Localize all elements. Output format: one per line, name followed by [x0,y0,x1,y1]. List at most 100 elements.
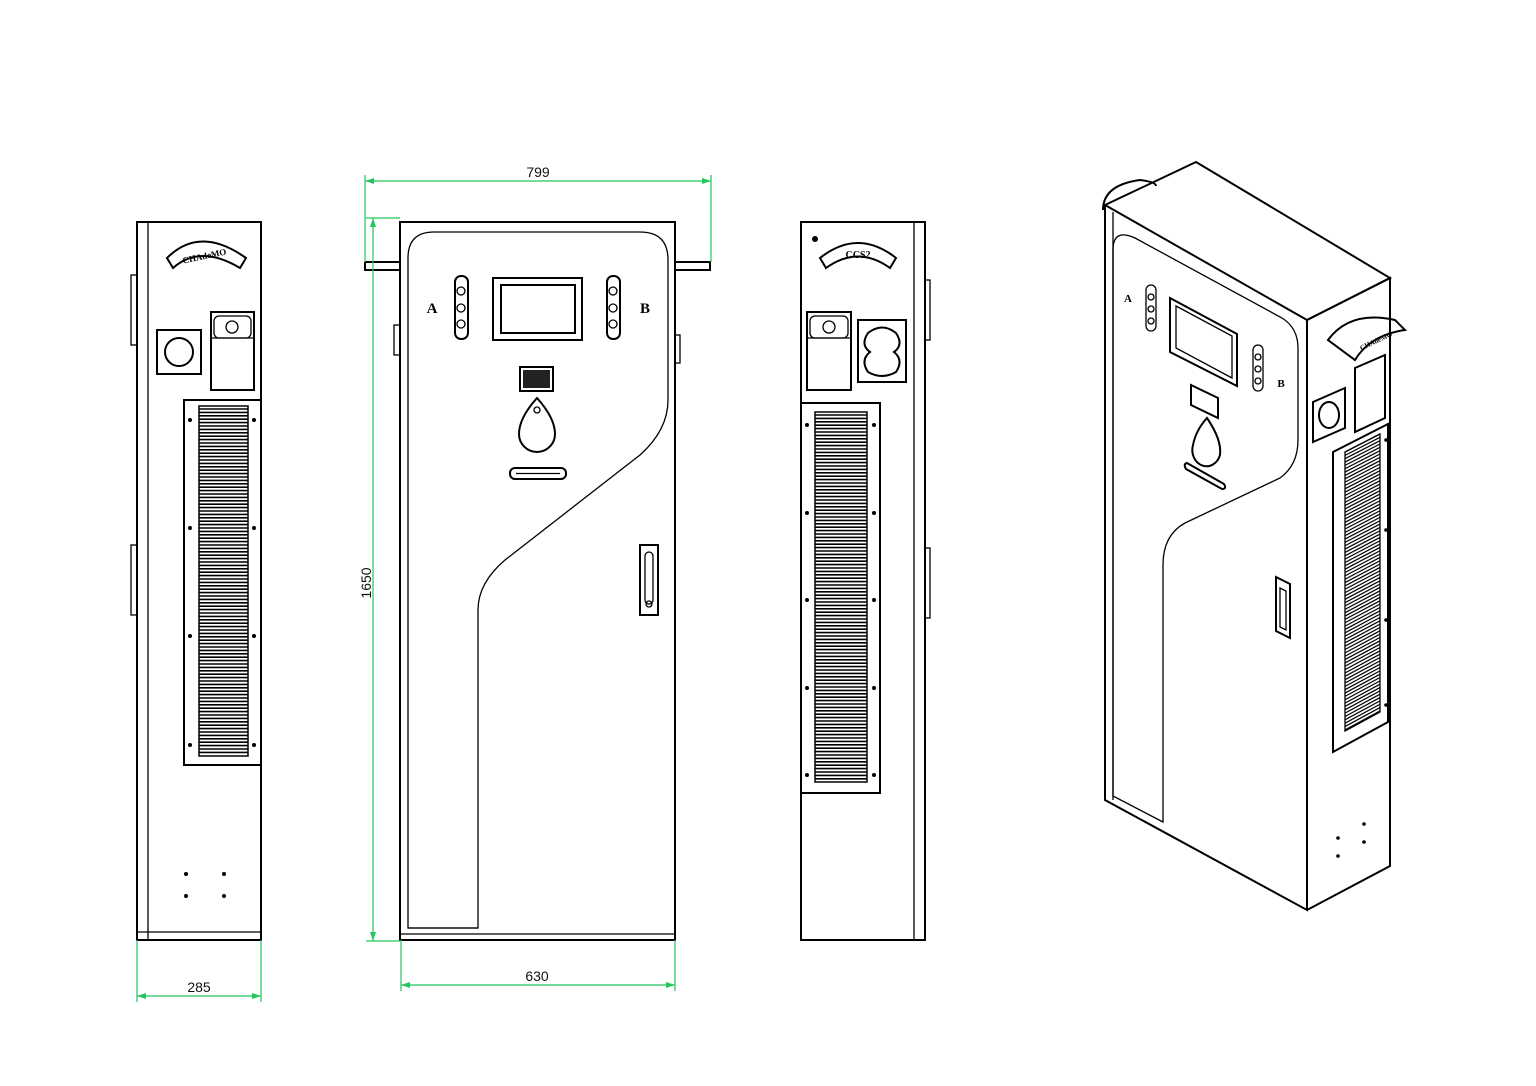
ccs2-holster [806,311,852,391]
iso-grille-slat [1344,506,1381,527]
iso-grille-slat [1344,556,1381,577]
iso-grille-slat [1344,576,1381,597]
iso-grille-slat [1344,450,1381,470]
iso-grille-slat [1344,510,1381,530]
chademo-label-arc [165,240,248,270]
iso-grille-slat [1344,563,1381,584]
iso-grille-slat [1344,700,1381,721]
iso-grille-slat [1344,476,1381,497]
emergency-button [519,366,554,392]
dim-height-text: 1650 [358,567,374,598]
dimension-depth: 285 [136,940,262,1002]
iso-grille-slat [1344,613,1381,634]
iso-grille-slat [1344,593,1381,614]
iso-grille-slat [1344,523,1381,543]
iso-grille-slat [1344,653,1381,674]
iso-grille-slat [1344,446,1381,466]
iso-grille-slat [1344,493,1381,513]
iso-grille-slat [1344,550,1381,570]
iso-grille-slat [1344,570,1381,590]
iso-grille-slat [1344,516,1381,537]
iso-rfid-reader [1191,416,1222,468]
iso-grille-slat [1344,520,1381,540]
iso-chademo-socket [1312,386,1346,444]
iso-grille-slat [1344,640,1381,661]
iso-grille-slat [1344,536,1381,557]
iso-grille-slat [1344,443,1381,463]
iso-grille-slat [1344,606,1381,627]
vent-grille-right [800,402,881,794]
iso-grille-slat [1344,666,1381,687]
iso-grille-slat [1344,680,1381,701]
dim-width-body-text: 630 [525,968,549,984]
front-panel-curve [407,231,669,929]
vent-grille-left [183,399,262,766]
dimension-width-body: 630 [400,940,676,991]
iso-door-handle [1275,575,1291,640]
iso-grille-slat [1344,596,1381,617]
ccs2-label: CCS2 [845,250,870,261]
iso-grille-slat [1344,500,1381,520]
ccs2-label-arc [818,242,898,270]
iso-grille-slat [1344,486,1381,507]
iso-grille-slat [1344,433,1381,453]
iso-grille-slat [1344,673,1381,694]
iso-grille-slat [1344,670,1381,691]
iso-grille-slat [1344,513,1381,533]
iso-grille-slat [1344,483,1381,503]
iso-grille-slat [1344,503,1381,523]
iso-grille-slat [1344,546,1381,567]
iso-grille-slat [1344,636,1381,657]
iso-grille-slat [1344,663,1381,684]
indicator-lights-a [454,275,469,340]
iso-grille-slat [1344,600,1381,620]
chademo-holster [210,311,255,391]
iso-grille-slat [1344,553,1381,574]
iso-grille-slat [1344,676,1381,697]
isometric-view: A B CHAdeMO [1102,160,1408,912]
card-slot [509,467,567,480]
iso-mounting-holes [1336,822,1366,858]
iso-grille-slat [1344,603,1381,624]
iso-grille-slat [1344,473,1381,493]
iso-grille-slat [1344,436,1381,456]
iso-emergency-button [1190,383,1219,420]
mounting-holes-left [184,872,226,898]
iso-indicator-a [1145,284,1157,332]
iso-grille-slat [1344,490,1381,510]
iso-grille-slat [1344,643,1381,664]
chademo-socket [156,329,202,375]
dimension-width-overall: 799 [364,164,712,262]
ccs2-socket [857,319,907,383]
dim-width-overall-text: 799 [526,164,550,180]
indicator-lights-b [606,275,621,340]
iso-grille-slat [1344,560,1381,580]
iso-grille-slat [1344,633,1381,654]
iso-grille-slat [1344,543,1381,564]
iso-grille-slat [1344,630,1381,651]
iso-grille-slat [1344,683,1381,704]
iso-panel-curve [1112,234,1299,824]
rfid-reader [517,396,557,453]
dimension-height: 1650 [358,217,400,942]
iso-grille-slat [1344,626,1381,647]
iso-indicator-b [1252,344,1264,392]
right-side-view: CCS2 [800,221,931,941]
iso-grille-slat [1344,656,1381,677]
iso-grille-slat [1344,440,1381,460]
iso-grille-slat [1344,687,1381,707]
iso-connector-a-label: A [1124,293,1132,305]
chademo-label: CHAdeMO [182,247,228,266]
iso-vent-grille [1332,422,1389,754]
iso-grille-slat [1344,480,1381,500]
front-view: A B [364,221,711,941]
iso-grille-slat [1344,453,1381,473]
dim-depth-text: 285 [187,979,211,995]
iso-grille-slat [1344,610,1381,630]
display-screen [492,277,583,341]
iso-grille-slat [1344,526,1381,547]
iso-grille-slat [1344,650,1381,671]
iso-grille-slat [1344,586,1381,607]
iso-card-slot [1183,461,1227,491]
